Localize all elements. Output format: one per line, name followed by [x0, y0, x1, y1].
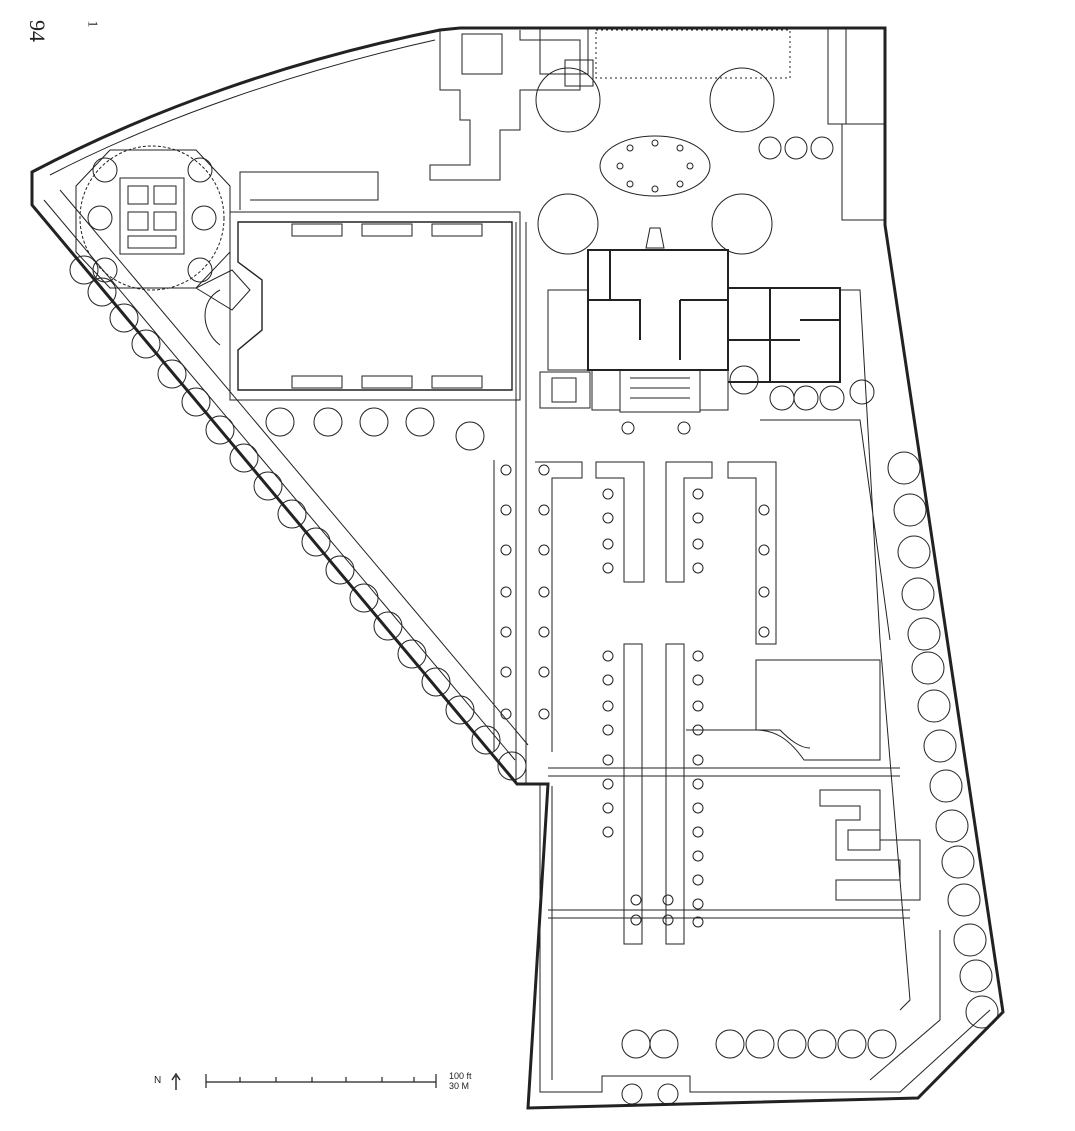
- north-label: N: [154, 1075, 162, 1086]
- north-curve-wall: [49, 39, 436, 176]
- scale-meters-label: 30 M: [449, 1081, 470, 1091]
- main-house: [539, 249, 841, 409]
- east-tree-row: [887, 451, 999, 1029]
- service-buildings: [429, 27, 594, 181]
- south-tree-rows: [621, 1029, 897, 1105]
- inner-south-path: [551, 786, 941, 1081]
- north-arrow-icon: [171, 1072, 181, 1090]
- lawn-tree-row: [265, 407, 485, 451]
- plate-number: 1: [84, 20, 100, 28]
- allee-garden: [493, 460, 910, 945]
- east-drive: [760, 289, 911, 1011]
- large-lawn: [229, 171, 521, 401]
- forecourt: [535, 27, 886, 255]
- diagonal-tree-allee: [69, 255, 527, 781]
- scale-feet-label: 100 ft: [449, 1071, 472, 1081]
- lawn-connector: [194, 269, 251, 346]
- page-number: 94: [25, 20, 50, 42]
- scale-bar: [205, 1074, 437, 1088]
- knot-garden: [819, 789, 921, 901]
- tree-columns: [500, 464, 770, 928]
- entrance-terrace: [591, 227, 729, 435]
- circular-parterre: [75, 145, 231, 291]
- north-south-walk: [515, 222, 527, 784]
- property-boundary: [30, 26, 1005, 1110]
- house-shrubs: [729, 365, 875, 411]
- south-lawn-path: [539, 784, 991, 1093]
- west-wall-path: [43, 189, 529, 761]
